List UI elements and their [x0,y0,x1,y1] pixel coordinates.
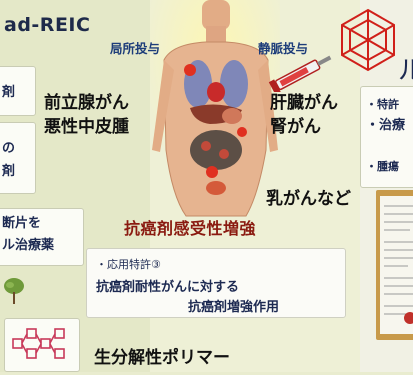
breast-cancer-label: 乳がんなど [266,189,351,209]
right-item-tumor: ・腫瘍 [366,160,399,173]
local-injection-label: 局所投与 [110,41,161,56]
patent-heading: ・応用特許③ [96,258,161,271]
liver-cancer-label: 肝臓がん [270,93,338,113]
polymer-chain-icon [12,328,65,359]
polymer-label: 生分解性ポリマー [94,348,230,368]
document-lines-icon [384,205,413,324]
left-card-1-text: 剤 [2,85,16,100]
left-card-2-text-1: の [2,141,16,156]
syringe-icon [268,55,332,92]
left-card-3-text-1: 断片を [2,216,42,231]
patent-line-2: 抗癌剤増強作用 [188,300,280,315]
prostate-cancer-label: 前立腺がん [44,93,129,113]
patent-line-1: 抗癌剤耐性がんに対する [96,280,240,295]
human-body-illustration [150,0,280,218]
leaf-icon [4,278,24,304]
virus-icon [341,8,395,72]
patent-box [86,248,346,318]
mesothelioma-label: 悪性中皮腫 [44,117,129,137]
sensitivity-enhancement-title: 抗癌剤感受性増強 [124,219,257,238]
left-card-3-text-2: ル治療薬 [2,238,55,253]
left-card-1 [0,66,36,116]
left-card-2-text-2: 剤 [2,164,16,179]
document-image [380,196,413,334]
right-item-treatment: ・治療 [366,118,406,133]
left-card-3 [0,208,84,266]
polymer-structure-box [4,318,80,372]
left-card-2 [0,122,36,194]
kidney-cancer-label: 腎がん [270,117,321,137]
right-heading-fragment: ル [398,56,413,86]
right-info-box [360,86,413,188]
product-title: ad-REIC [4,14,91,36]
right-item-patent: ・特許 [366,98,399,111]
iv-injection-label: 静脈投与 [258,41,309,56]
